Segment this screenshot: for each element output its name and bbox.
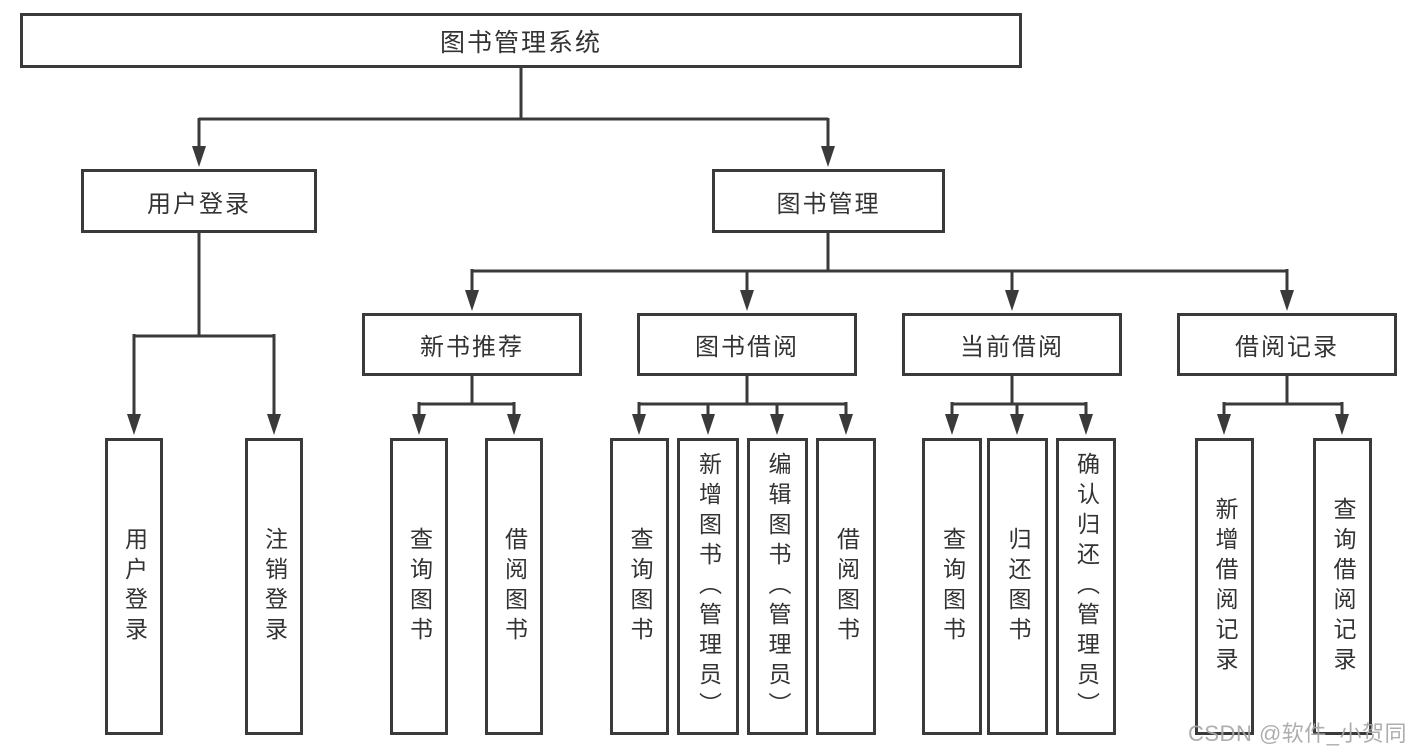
leaf-recommend-query-books-label: 查询图书 <box>406 526 433 647</box>
leaf-recommend-borrow-books-label: 借阅图书 <box>501 526 528 647</box>
node-user-login: 用户登录 <box>81 169 317 233</box>
leaf-current-query-books-label: 查询图书 <box>939 526 966 647</box>
node-book-management: 图书管理 <box>712 169 945 233</box>
leaf-confirm-return-admin: 确认归还（管理员） <box>1056 438 1116 735</box>
leaf-borrow-books-label: 借阅图书 <box>833 526 860 647</box>
leaf-logout: 注销登录 <box>245 438 303 735</box>
leaf-add-borrow-record: 新增借阅记录 <box>1195 438 1254 735</box>
csdn-watermark: CSDN @软件_小贺同学 <box>1188 721 1405 746</box>
leaf-return-books-label: 归还图书 <box>1005 526 1031 647</box>
leaf-user-login: 用户登录 <box>105 438 163 735</box>
leaf-borrow-books: 借阅图书 <box>816 438 876 735</box>
node-book-management-label: 图书管理 <box>776 190 881 218</box>
root-node: 图书管理系统 <box>20 13 1022 68</box>
leaf-return-books: 归还图书 <box>987 438 1048 735</box>
leaf-edit-books-admin: 编辑图书（管理员） <box>747 438 808 735</box>
leaf-confirm-return-admin-label: 确认归还（管理员） <box>1073 451 1100 722</box>
node-current-borrow: 当前借阅 <box>902 313 1122 376</box>
leaf-user-login-label: 用户登录 <box>121 526 148 647</box>
leaf-borrow-query-books: 查询图书 <box>610 438 669 735</box>
leaf-query-borrow-record-label: 查询借阅记录 <box>1330 496 1356 677</box>
leaf-current-query-books: 查询图书 <box>922 438 982 735</box>
node-book-borrow-label: 图书借阅 <box>695 334 799 361</box>
leaf-logout-label: 注销登录 <box>261 526 288 647</box>
leaf-recommend-query-books: 查询图书 <box>390 438 448 735</box>
leaf-recommend-borrow-books: 借阅图书 <box>485 438 543 735</box>
leaf-borrow-query-books-label: 查询图书 <box>627 526 653 647</box>
node-borrow-record-label: 借阅记录 <box>1235 334 1339 361</box>
node-book-borrow: 图书借阅 <box>637 313 857 376</box>
leaf-query-borrow-record: 查询借阅记录 <box>1313 438 1372 735</box>
leaf-add-borrow-record-label: 新增借阅记录 <box>1212 496 1238 677</box>
leaf-edit-books-admin-label: 编辑图书（管理员） <box>765 451 791 722</box>
node-borrow-record: 借阅记录 <box>1177 313 1397 376</box>
node-new-book-recommend: 新书推荐 <box>362 313 582 376</box>
node-current-borrow-label: 当前借阅 <box>960 334 1064 361</box>
node-user-login-label: 用户登录 <box>147 190 251 218</box>
node-new-book-recommend-label: 新书推荐 <box>420 334 524 361</box>
root-node-label: 图书管理系统 <box>439 28 602 57</box>
leaf-add-books-admin: 新增图书（管理员） <box>677 438 739 735</box>
leaf-add-books-admin-label: 新增图书（管理员） <box>695 451 722 722</box>
